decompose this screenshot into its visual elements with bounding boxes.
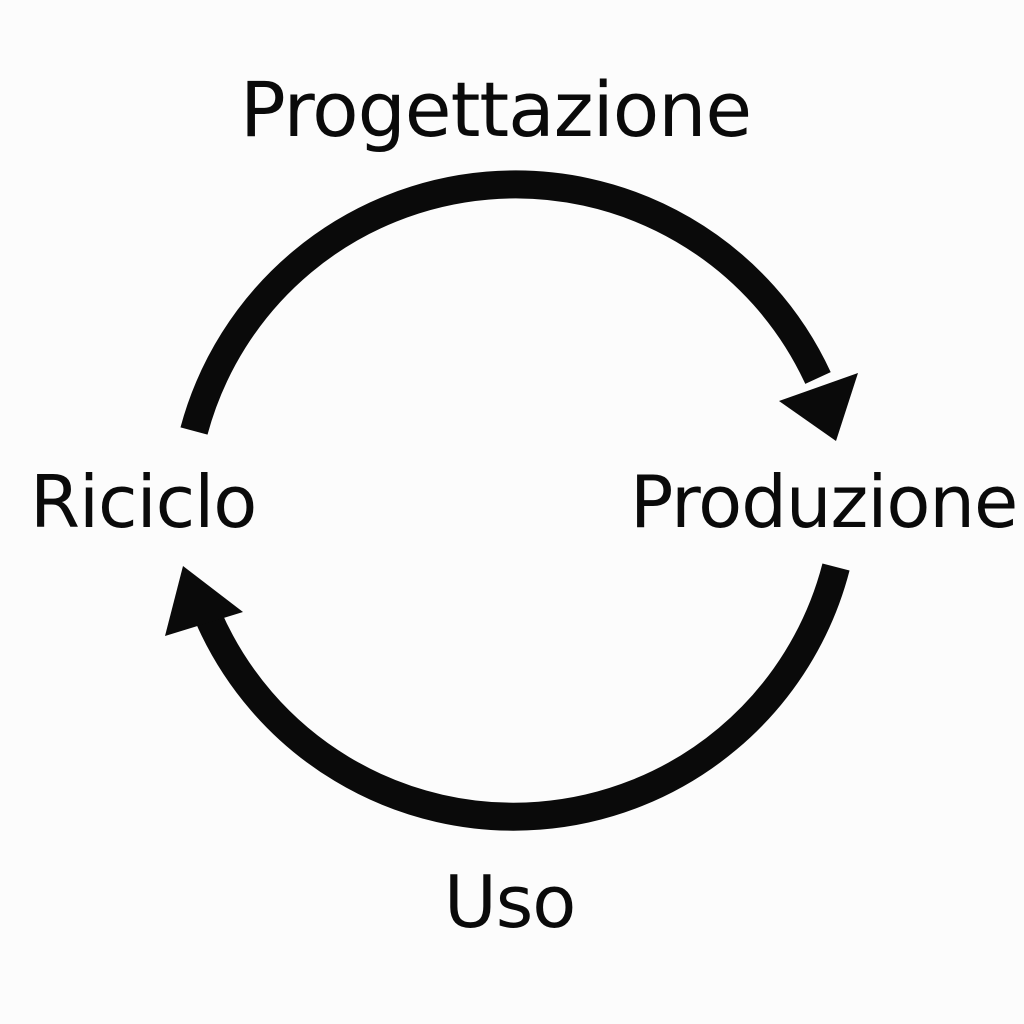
arrowhead-left xyxy=(165,566,243,636)
arrowhead-right xyxy=(779,373,858,441)
stage-label-riciclo: Riciclo xyxy=(30,460,257,544)
stage-label-produzione: Produzione xyxy=(630,460,1018,544)
arc-top xyxy=(180,170,831,435)
arc-bottom xyxy=(195,563,850,831)
stage-label-progettazione: Progettazione xyxy=(240,65,752,154)
stage-label-uso: Uso xyxy=(444,860,576,944)
